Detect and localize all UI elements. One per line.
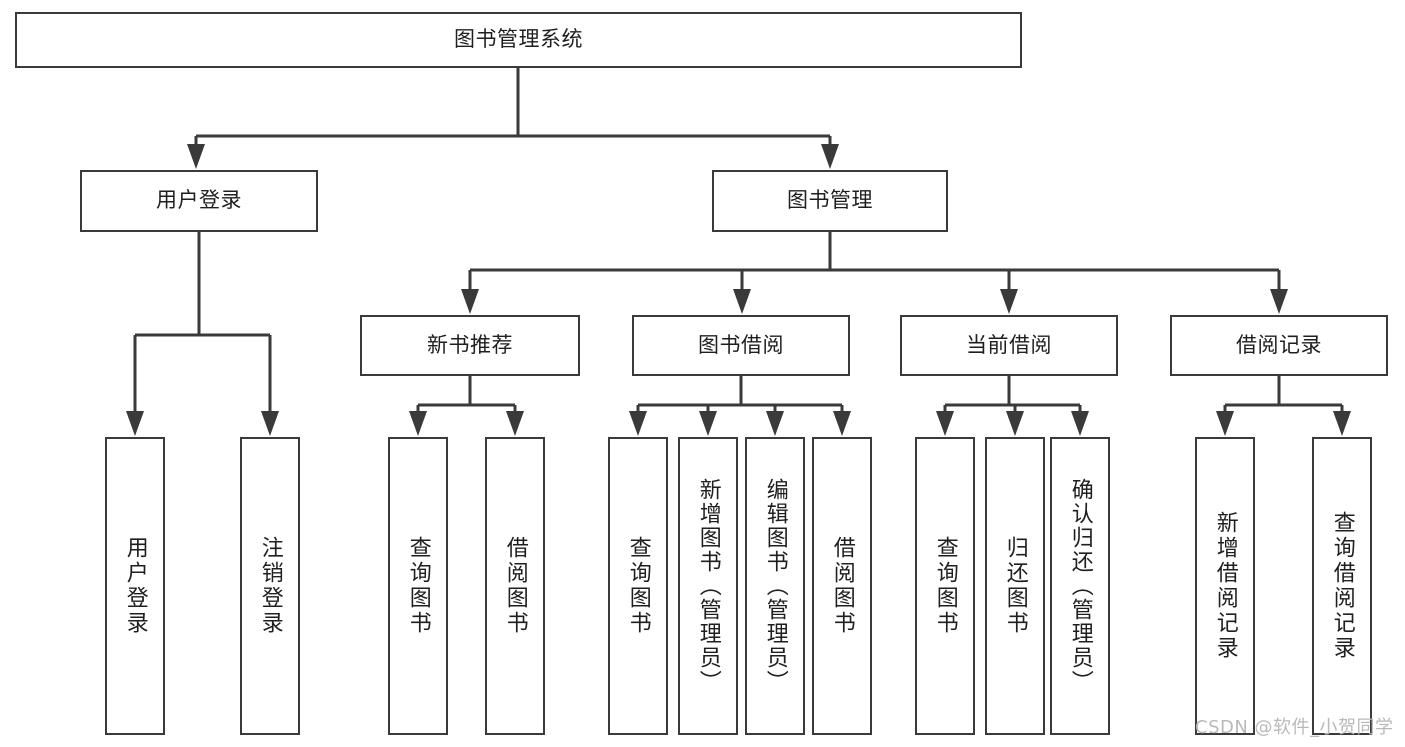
leaf-return-book[interactable]: 归还图书 xyxy=(985,437,1045,735)
arrow-leaf-borrow-book-1 xyxy=(506,411,524,436)
leaf-add-borrow-record[interactable]: 新增借阅记录 xyxy=(1195,437,1255,735)
edge-current-bus xyxy=(943,376,1082,427)
arrow-leaf-confirm-return-admin xyxy=(1071,411,1089,436)
edge-userlogin-bus xyxy=(133,232,272,427)
leaf-query-book-1-label: 查询图书 xyxy=(405,536,431,636)
new-book-recommend-label: 新书推荐 xyxy=(427,332,513,357)
arrow-leaf-return-book xyxy=(1006,411,1024,436)
leaf-user-login[interactable]: 用户登录 xyxy=(105,437,165,735)
book-borrow-label: 图书借阅 xyxy=(698,332,784,357)
arrow-user-login xyxy=(187,144,205,169)
leaf-borrow-book-2[interactable]: 借阅图书 xyxy=(812,437,872,735)
current-borrow[interactable]: 当前借阅 xyxy=(900,315,1118,376)
new-book-recommend[interactable]: 新书推荐 xyxy=(360,315,580,376)
arrow-leaf-edit-book-admin xyxy=(766,411,784,436)
current-borrow-label: 当前借阅 xyxy=(966,332,1052,357)
leaf-query-book-3[interactable]: 查询图书 xyxy=(915,437,975,735)
arrow-leaf-user-login xyxy=(126,411,144,436)
book-management-label: 图书管理 xyxy=(787,188,873,213)
leaf-user-login-label: 用户登录 xyxy=(122,536,148,636)
leaf-add-borrow-record-label: 新增借阅记录 xyxy=(1212,511,1238,661)
leaf-query-book-3-label: 查询图书 xyxy=(932,536,958,636)
edge-root-bus xyxy=(194,68,832,160)
leaf-edit-book-admin-label: 编辑图书（管理员） xyxy=(762,478,788,694)
leaf-return-book-label: 归还图书 xyxy=(1002,536,1028,636)
leaf-borrow-book-2-label: 借阅图书 xyxy=(829,536,855,636)
leaf-logout[interactable]: 注销登录 xyxy=(240,437,300,735)
edge-record-bus xyxy=(1223,376,1344,427)
arrow-leaf-query-book-3 xyxy=(936,411,954,436)
arrow-book-management xyxy=(821,144,839,169)
borrow-record[interactable]: 借阅记录 xyxy=(1170,315,1388,376)
edge-borrow-bus xyxy=(636,376,844,427)
user-login-label: 用户登录 xyxy=(156,188,242,213)
leaf-add-book-admin-label: 新增图书（管理员） xyxy=(695,478,721,694)
arrow-borrow-record xyxy=(1270,289,1288,314)
arrow-leaf-query-book-1 xyxy=(409,411,427,436)
arrow-book-borrow xyxy=(733,289,751,314)
arrow-leaf-add-book-admin xyxy=(699,411,717,436)
leaf-query-book-1[interactable]: 查询图书 xyxy=(388,437,448,735)
arrow-leaf-add-borrow-record xyxy=(1216,411,1234,436)
root-node-label: 图书管理系统 xyxy=(454,27,583,52)
csdn-watermark: CSDN @软件_小贺同学 xyxy=(1195,717,1394,738)
arrow-current-borrow xyxy=(1000,289,1018,314)
leaf-query-borrow-record-label: 查询借阅记录 xyxy=(1329,511,1355,661)
leaf-logout-label: 注销登录 xyxy=(257,536,283,636)
leaf-query-borrow-record[interactable]: 查询借阅记录 xyxy=(1312,437,1372,735)
arrow-leaf-borrow-book-2 xyxy=(833,411,851,436)
leaf-borrow-book-1[interactable]: 借阅图书 xyxy=(485,437,545,735)
book-management[interactable]: 图书管理 xyxy=(712,170,948,232)
leaf-confirm-return-admin[interactable]: 确认归还（管理员） xyxy=(1050,437,1110,735)
leaf-edit-book-admin[interactable]: 编辑图书（管理员） xyxy=(745,437,805,735)
borrow-record-label: 借阅记录 xyxy=(1236,332,1322,357)
arrow-leaf-query-book-2 xyxy=(629,411,647,436)
leaf-borrow-book-1-label: 借阅图书 xyxy=(502,536,528,636)
arrow-new-book-recommend xyxy=(461,289,479,314)
book-borrow[interactable]: 图书借阅 xyxy=(632,315,850,376)
user-login[interactable]: 用户登录 xyxy=(80,170,318,232)
arrow-leaf-logout xyxy=(261,411,279,436)
leaf-confirm-return-admin-label: 确认归还（管理员） xyxy=(1067,478,1093,694)
leaf-query-book-2[interactable]: 查询图书 xyxy=(608,437,668,735)
arrow-leaf-query-borrow-record xyxy=(1333,411,1351,436)
edge-newbook-bus xyxy=(416,376,517,427)
leaf-add-book-admin[interactable]: 新增图书（管理员） xyxy=(678,437,738,735)
leaf-query-book-2-label: 查询图书 xyxy=(625,536,651,636)
edge-bookmgmt-bus xyxy=(468,232,1281,305)
root-node[interactable]: 图书管理系统 xyxy=(15,12,1022,68)
